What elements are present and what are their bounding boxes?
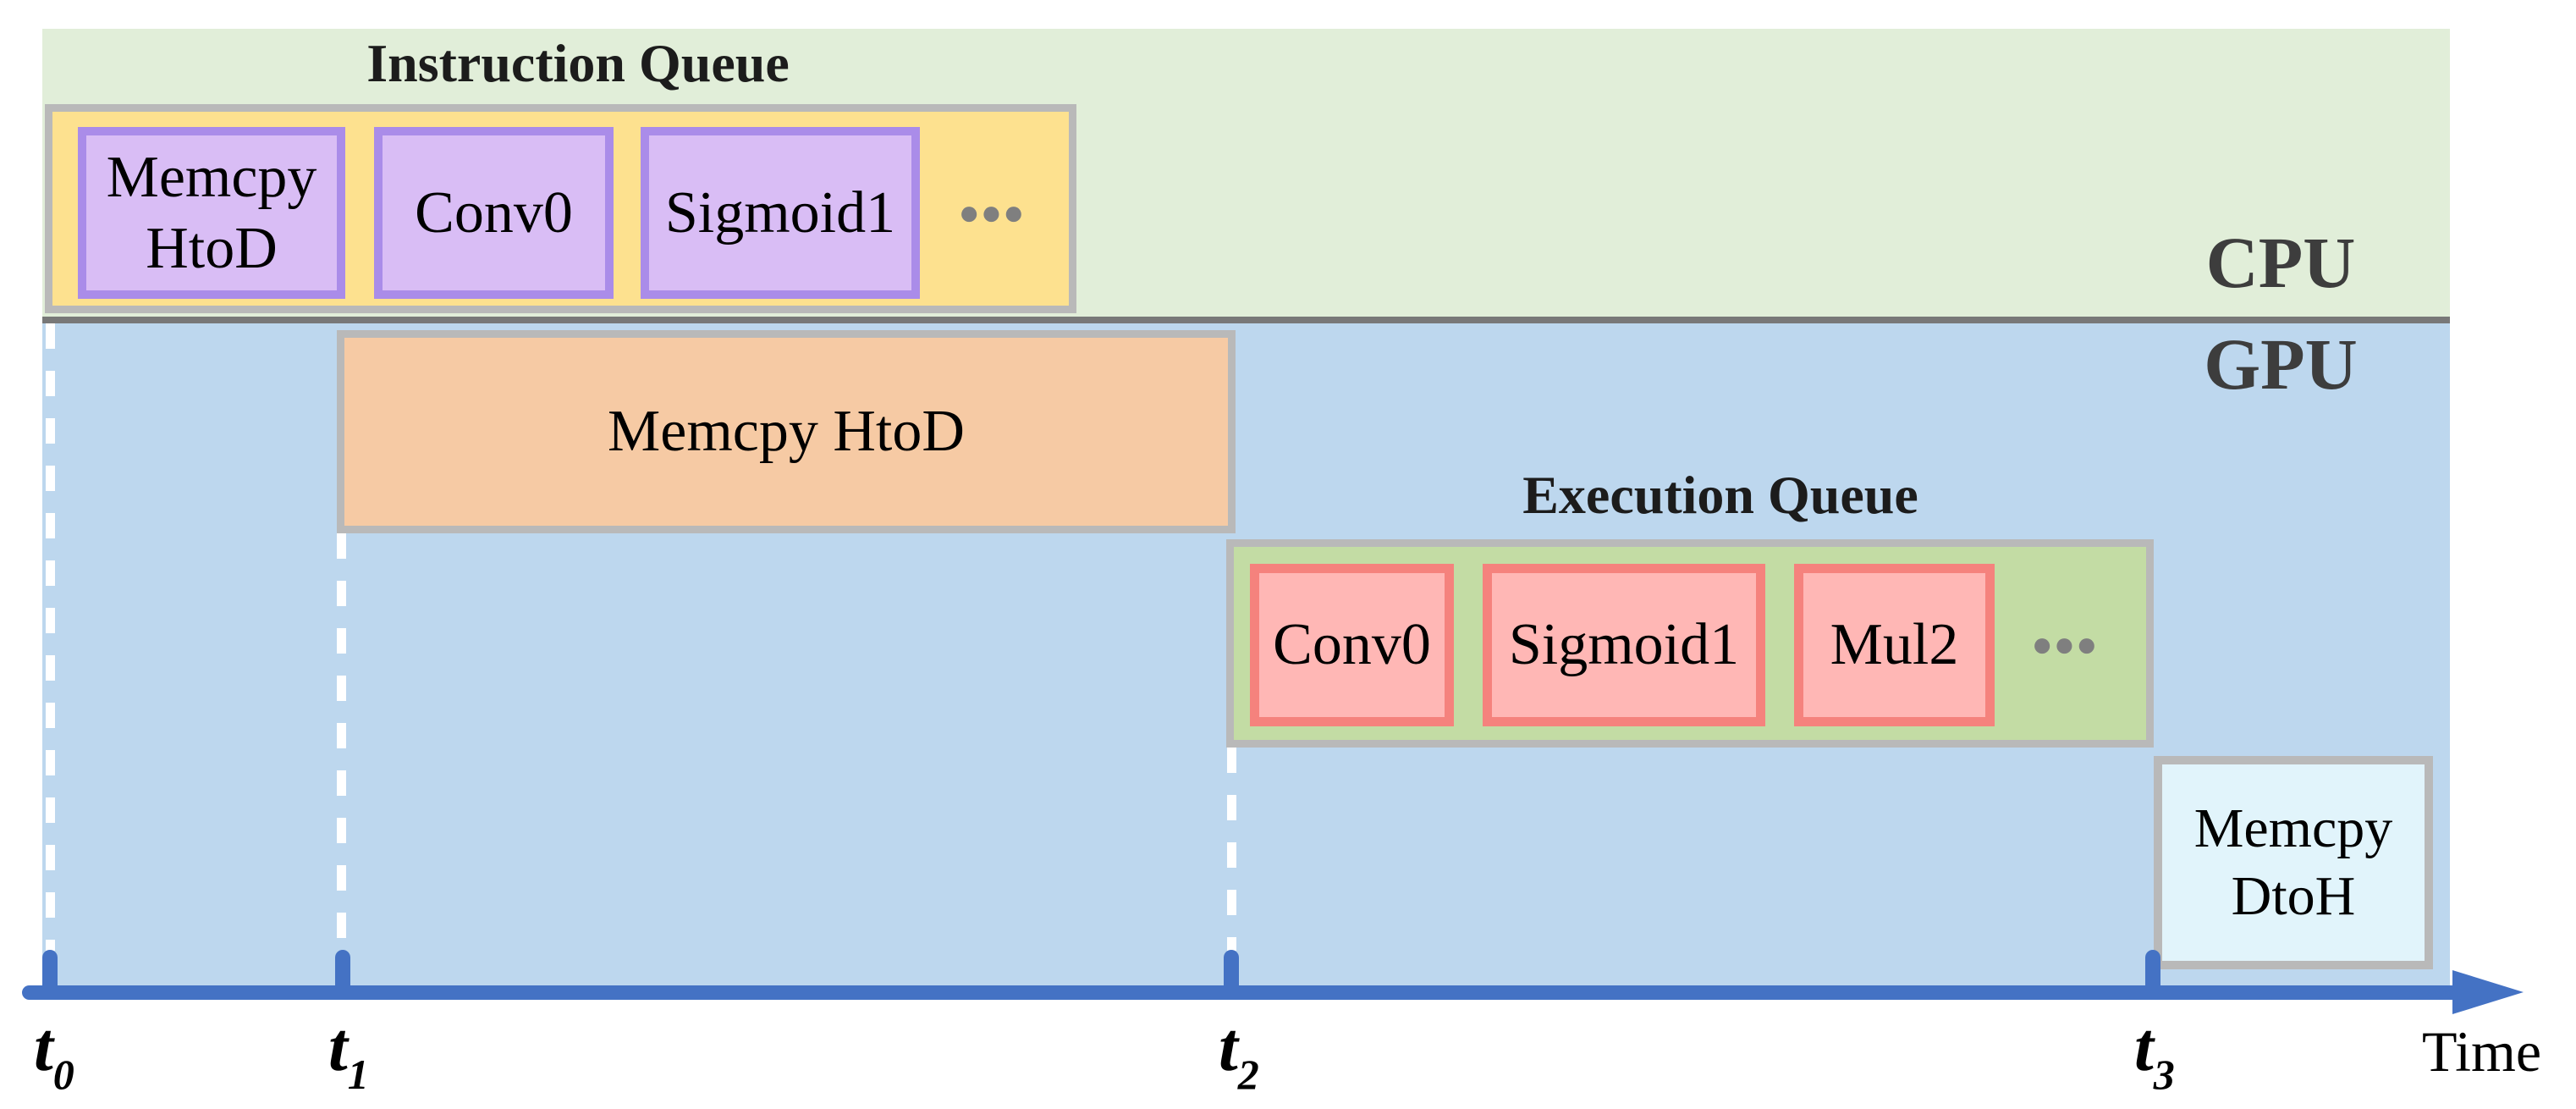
cpu-label: CPU — [2205, 222, 2356, 303]
tick-label-t1: t1 — [328, 1009, 369, 1099]
exec-item-conv0: Conv0 — [1250, 564, 1454, 726]
tick-symbol: t — [1219, 1008, 1238, 1085]
queue-item-sigmoid1: Sigmoid1 — [641, 127, 920, 299]
queue-item-label: Memcpy — [106, 144, 317, 210]
tick-symbol: t — [34, 1008, 53, 1085]
instruction-queue-ellipsis-icon: ●●● — [958, 194, 1026, 233]
tick-symbol: t — [2134, 1008, 2154, 1085]
queue-item-conv0: Conv0 — [374, 127, 614, 299]
tick-subscript: 1 — [347, 1051, 369, 1098]
exec-item-label: Mul2 — [1830, 612, 1959, 677]
tick-t2 — [1224, 950, 1239, 985]
exec-item-label: Sigmoid1 — [1508, 612, 1740, 677]
queue-item-label: Sigmoid1 — [664, 179, 896, 246]
tick-t0 — [42, 950, 58, 985]
exec-item-sigmoid1: Sigmoid1 — [1483, 564, 1765, 726]
gpu-memcpy-dtoh-label: Memcpy — [2193, 797, 2393, 859]
instruction-queue-title: Instruction Queue — [366, 33, 790, 93]
tick-subscript: 0 — [52, 1051, 74, 1098]
dashed-line-t0 — [46, 323, 55, 951]
tick-t3 — [2145, 950, 2160, 985]
tick-label-t3: t3 — [2134, 1009, 2175, 1099]
execution-queue-title: Execution Queue — [1522, 465, 1918, 525]
tick-label-t2: t2 — [1219, 1009, 1259, 1099]
gpu-memcpy-htod-label: Memcpy HtoD — [608, 399, 965, 464]
gpu-label: GPU — [2204, 323, 2358, 405]
gpu-memcpy-dtoh-label: DtoH — [2231, 865, 2356, 927]
queue-item-label: HtoD — [146, 215, 278, 281]
cpu-gpu-divider — [42, 317, 2450, 323]
execution-queue-ellipsis-icon: ●●● — [2031, 626, 2099, 665]
gpu-memcpy-htod-block: Memcpy HtoD — [337, 330, 1236, 533]
exec-item-label: Conv0 — [1273, 612, 1431, 677]
queue-item-label: Conv0 — [415, 179, 573, 246]
tick-label-t0: t0 — [34, 1009, 74, 1099]
time-axis — [22, 985, 2458, 1000]
tick-symbol: t — [328, 1008, 348, 1085]
exec-item-mul2: Mul2 — [1794, 564, 1995, 726]
tick-subscript: 2 — [1237, 1051, 1259, 1098]
queue-item-memcpy-htod: Memcpy HtoD — [78, 127, 345, 299]
tick-t1 — [335, 950, 350, 985]
dashed-line-t1 — [337, 533, 346, 951]
axis-arrowhead-icon — [2452, 970, 2524, 1014]
gpu-memcpy-dtoh-block: Memcpy DtoH — [2154, 756, 2433, 969]
tick-subscript: 3 — [2153, 1051, 2175, 1098]
time-axis-label: Time — [2422, 1019, 2542, 1084]
dashed-line-t2 — [1227, 748, 1236, 951]
